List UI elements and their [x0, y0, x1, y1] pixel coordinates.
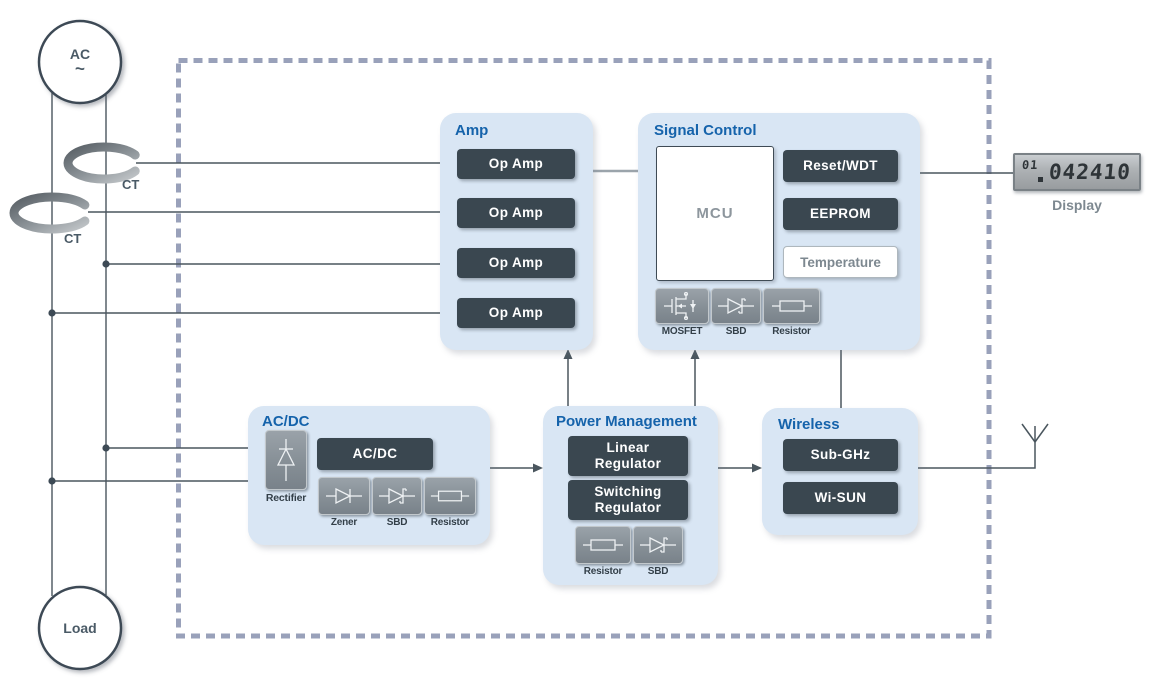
amp-block: Amp Op Amp Op Amp Op Amp Op Amp — [440, 113, 593, 350]
mcu-box[interactable]: MCU — [656, 146, 774, 281]
load-label: Load — [63, 620, 97, 636]
pm-sbd-chip[interactable]: SBD — [633, 526, 683, 577]
acdc-block: AC/DC Rectifier AC/DC Zener — [248, 406, 490, 545]
load-circle — [37, 585, 123, 671]
sub-ghz-button[interactable]: Sub-GHz — [783, 439, 898, 471]
antenna-icon — [1021, 423, 1049, 443]
ac-label-text: AC — [69, 46, 91, 62]
lcd-small-digits: 01 — [1021, 158, 1040, 172]
arrowheads — [533, 349, 762, 473]
lcd-decimal-dot — [1038, 177, 1043, 182]
temperature-button[interactable]: Temperature — [783, 246, 898, 278]
wireless-title: Wireless — [778, 416, 840, 433]
sc-mosfet-chip[interactable]: MOSFET — [655, 288, 709, 337]
display-module: 01 042410 Display — [1013, 153, 1141, 213]
switching-regulator-button[interactable]: Switching Regulator — [568, 480, 688, 520]
ac-source-circle — [37, 19, 123, 105]
acdc-zener-chip[interactable]: Zener — [318, 477, 370, 528]
pm-sbd-label: SBD — [647, 566, 669, 577]
sc-sbd-label: SBD — [725, 326, 747, 337]
rectifier-label: Rectifier — [265, 492, 307, 504]
pm-resistor-chip[interactable]: Resistor — [575, 526, 631, 577]
lcd-main-digits: 042410 — [1047, 160, 1132, 184]
sc-resistor-chip[interactable]: Resistor — [763, 288, 820, 337]
op-amp-button-3[interactable]: Op Amp — [457, 248, 575, 278]
resistor-icon — [424, 477, 476, 515]
lcd-screen: 01 042410 — [1013, 153, 1141, 191]
display-label: Display — [1052, 197, 1102, 213]
acdc-resistor-chip[interactable]: Resistor — [424, 477, 476, 528]
signal-control-title: Signal Control — [654, 122, 757, 139]
ct2-label: CT — [64, 231, 82, 246]
signal-control-block: Signal Control MCU Reset/WDT EEPROM Temp… — [638, 113, 920, 350]
ac-waveform-symbol: ~ — [75, 58, 85, 78]
power-management-title: Power Management — [556, 413, 697, 430]
pm-resistor-label: Resistor — [583, 566, 623, 577]
wireless-block: Wireless Sub-GHz Wi-SUN — [762, 408, 918, 535]
sc-resistor-label: Resistor — [772, 326, 811, 337]
ct1-label: CT — [122, 177, 140, 192]
acdc-title: AC/DC — [262, 413, 310, 430]
sbd-icon — [372, 477, 422, 515]
acdc-zener-label: Zener — [330, 517, 358, 528]
sc-mosfet-label: MOSFET — [661, 326, 703, 337]
block-connectors — [490, 172, 1036, 469]
power-management-block: Power Management Linear Regulator Switch… — [543, 406, 718, 585]
mosfet-icon — [655, 288, 709, 324]
resistor-icon — [575, 526, 631, 564]
resistor-icon — [763, 288, 820, 324]
acdc-resistor-label: Resistor — [430, 517, 470, 528]
wi-sun-button[interactable]: Wi-SUN — [783, 482, 898, 514]
ct-coil-1 — [63, 142, 140, 184]
linear-regulator-button[interactable]: Linear Regulator — [568, 436, 688, 476]
sbd-icon — [711, 288, 761, 324]
acdc-sbd-label: SBD — [386, 517, 408, 528]
amp-title: Amp — [455, 122, 489, 139]
acdc-button[interactable]: AC/DC — [317, 438, 433, 470]
rectifier-chip[interactable]: Rectifier — [265, 430, 307, 504]
rectifier-diode-icon — [265, 430, 307, 490]
sc-sbd-chip[interactable]: SBD — [711, 288, 761, 337]
acdc-sbd-chip[interactable]: SBD — [372, 477, 422, 528]
ac-source-label: AC ~ — [50, 47, 110, 78]
dashed-boundary — [176, 58, 992, 639]
sbd-icon — [633, 526, 683, 564]
zener-diode-icon — [318, 477, 370, 515]
reset-wdt-button[interactable]: Reset/WDT — [783, 150, 898, 182]
op-amp-button-4[interactable]: Op Amp — [457, 298, 575, 328]
junction-dots — [48, 260, 110, 485]
op-amp-button-1[interactable]: Op Amp — [457, 149, 575, 179]
ct-coil-2 — [9, 192, 90, 234]
op-amp-button-2[interactable]: Op Amp — [457, 198, 575, 228]
eeprom-button[interactable]: EEPROM — [783, 198, 898, 230]
